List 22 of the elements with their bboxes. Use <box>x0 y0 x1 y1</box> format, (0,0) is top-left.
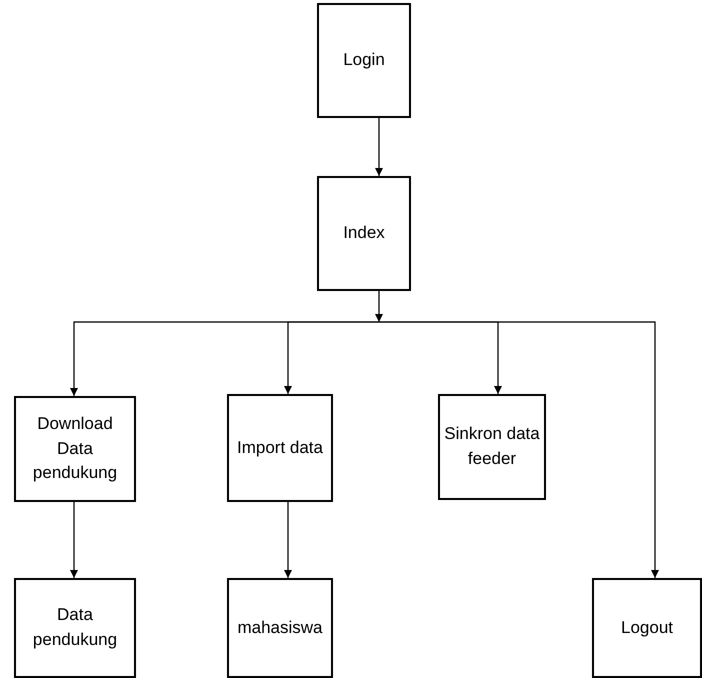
process-box <box>227 394 333 502</box>
arrow <box>284 321 379 394</box>
box-label: Index <box>343 222 385 244</box>
box-label: Download Data pendukung <box>32 413 118 484</box>
arrow <box>284 501 292 578</box>
box-label: Import data <box>237 436 323 459</box>
arrow <box>70 501 78 578</box>
box-label: Logout <box>621 616 673 639</box>
box-label: Sinkron data feeder <box>443 423 541 470</box>
box-label: Login <box>343 49 385 72</box>
process-box <box>438 394 546 500</box>
process-box <box>14 578 136 678</box>
arrow <box>379 321 659 578</box>
process-box <box>317 3 411 118</box>
arrow <box>375 117 383 176</box>
process-box <box>227 578 333 678</box>
box-label: mahasiswa <box>237 616 323 639</box>
process-box <box>592 578 702 678</box>
process-box <box>14 396 136 502</box>
arrow <box>375 291 383 322</box>
process-box <box>317 176 411 291</box>
box-label: Data pendukung <box>32 604 118 651</box>
